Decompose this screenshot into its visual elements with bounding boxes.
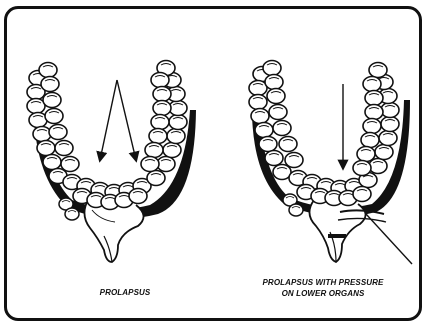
caption-line-2: ON LOWER ORGANS <box>238 288 408 299</box>
caption-line-1: PROLAPSUS WITH PRESSURE <box>238 277 408 288</box>
colon-right <box>249 61 410 263</box>
caption-prolapsus: PROLAPSUS <box>70 287 180 298</box>
colon-left <box>27 61 196 263</box>
caption-prolapsus-pressure: PROLAPSUS WITH PRESSURE ON LOWER ORGANS <box>238 277 408 299</box>
arrows-left <box>100 80 136 160</box>
